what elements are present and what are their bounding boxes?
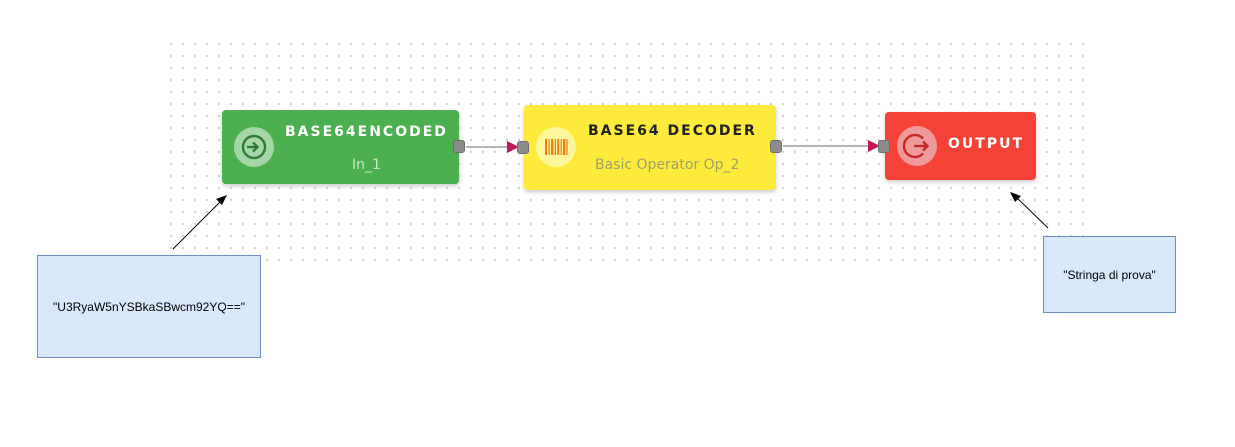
decoder-node-output-port[interactable] bbox=[770, 140, 782, 153]
decoder-node[interactable]: BASE64 DECODER Basic Operator Op_2 bbox=[524, 105, 776, 190]
input-value-note[interactable]: "U3RyaW5nYSBkaSBwcm92YQ==" bbox=[37, 255, 261, 358]
output-value-note-text: "Stringa di prova" bbox=[1063, 267, 1156, 282]
decoder-node-title: BASE64 DECODER bbox=[588, 123, 757, 139]
annotation-arrow-output bbox=[1014, 195, 1049, 229]
annotation-arrowhead-input bbox=[216, 195, 227, 205]
input-value-note-text: "U3RyaW5nYSBkaSBwcm92YQ==" bbox=[53, 299, 245, 314]
annotation-arrowhead-output bbox=[1010, 192, 1021, 202]
output-value-note[interactable]: "Stringa di prova" bbox=[1043, 236, 1176, 313]
barcode-icon bbox=[536, 127, 576, 167]
decoder-node-subtitle: Basic Operator Op_2 bbox=[595, 157, 740, 173]
link-arrowhead-output bbox=[868, 140, 880, 152]
link-arrowhead-decoder bbox=[507, 141, 519, 153]
logout-icon bbox=[897, 126, 937, 166]
output-node-title: OUTPUT bbox=[948, 136, 1024, 152]
output-node-input-port[interactable] bbox=[878, 140, 890, 153]
annotation-arrow-input bbox=[172, 198, 224, 250]
input-node-title: BASE64ENCODED bbox=[285, 124, 448, 140]
input-node[interactable]: BASE64ENCODED In_1 bbox=[222, 110, 459, 184]
input-node-subtitle: In_1 bbox=[352, 157, 381, 173]
login-icon bbox=[234, 127, 274, 167]
decoder-node-input-port[interactable] bbox=[517, 141, 529, 154]
output-node[interactable]: OUTPUT bbox=[885, 112, 1036, 180]
input-node-output-port[interactable] bbox=[453, 140, 465, 153]
